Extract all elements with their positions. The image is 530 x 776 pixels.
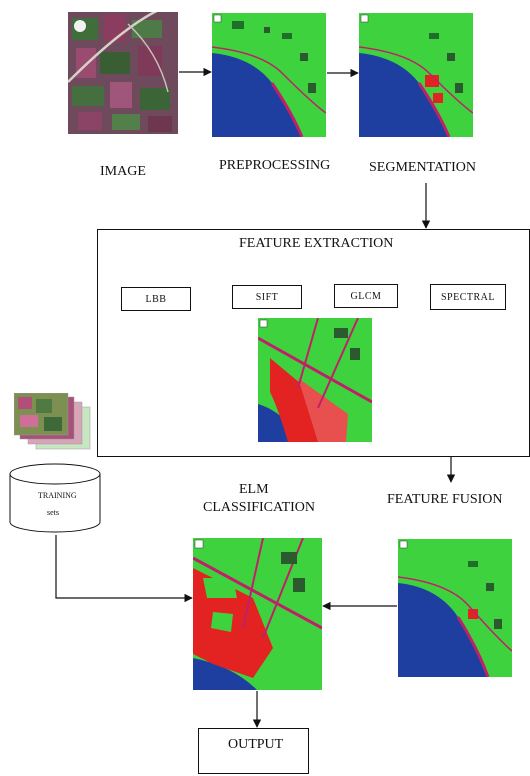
preprocessing-map	[212, 13, 326, 137]
classification-map	[193, 538, 322, 690]
elm-label: ELM	[239, 482, 269, 497]
feature-extraction-map	[258, 318, 372, 442]
preprocessing-label: PREPROCESSING	[219, 158, 331, 173]
training-sets-database	[9, 463, 101, 533]
image-label: IMAGE	[100, 164, 146, 179]
feature-fusion-label: FEATURE FUSION	[387, 492, 503, 507]
training-image-stack	[14, 393, 94, 453]
method-spectral: SPECTRAL	[430, 284, 506, 310]
segmentation-label: SEGMENTATION	[369, 160, 476, 175]
arrow-training-to-classification	[55, 535, 193, 603]
training-label: TRAINING	[38, 491, 77, 500]
satellite-image	[68, 12, 178, 134]
method-glcm: GLCM	[334, 284, 398, 308]
output-label: OUTPUT	[228, 737, 284, 752]
method-sift: SIFT	[232, 285, 302, 309]
method-lbb: LBB	[121, 287, 191, 311]
feature-extraction-label: FEATURE EXTRACTION	[239, 236, 394, 251]
classification-label: CLASSIFICATION	[203, 500, 316, 515]
feature-fusion-map	[398, 539, 512, 677]
training-sets-label: sets	[47, 508, 59, 517]
segmentation-map	[359, 13, 473, 137]
output-box	[198, 728, 309, 774]
